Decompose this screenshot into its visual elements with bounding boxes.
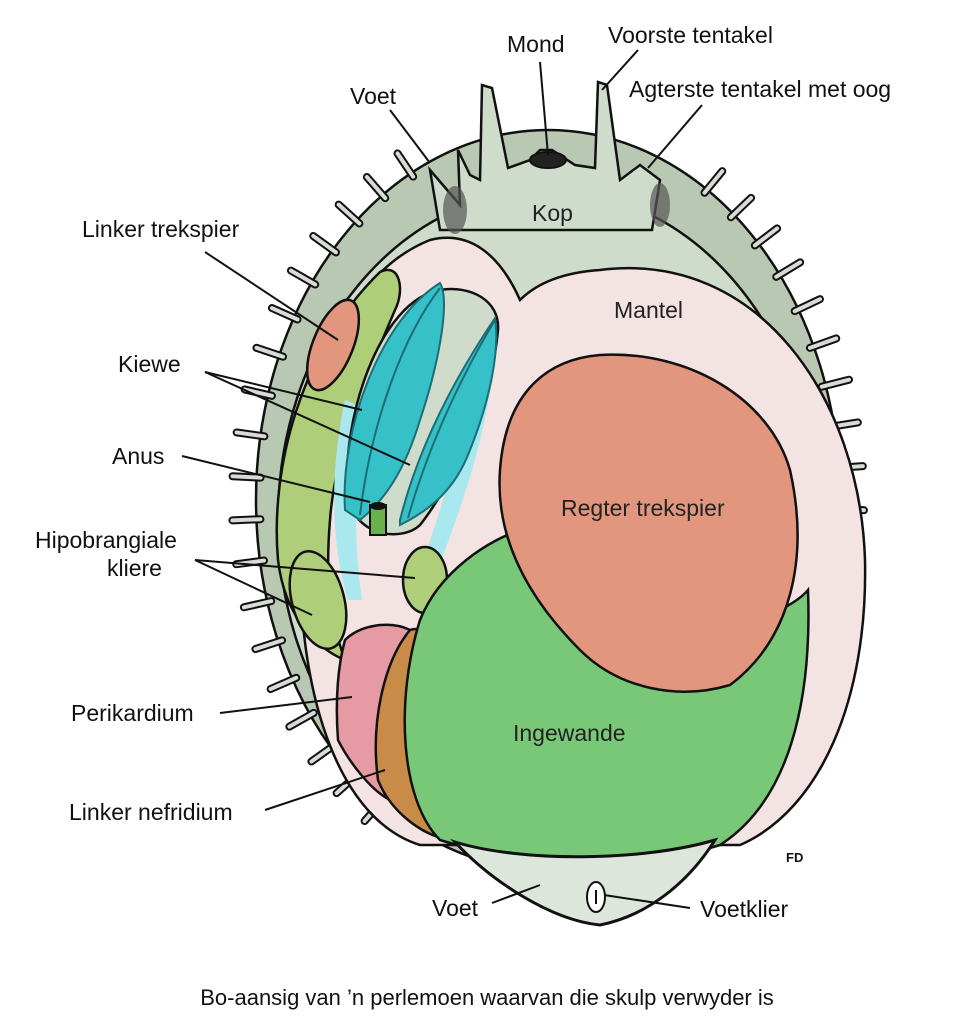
- label-ingewande: Ingewande: [513, 720, 626, 746]
- label-voetklier: Voetklier: [700, 896, 789, 922]
- leader-hipobrangiale-1: [194, 559, 416, 579]
- label-voet-bottom: Voet: [432, 895, 479, 921]
- epipodial-tentacle: [311, 233, 338, 255]
- left-eye-spot: [443, 186, 467, 234]
- label-mantel: Mantel: [614, 297, 683, 323]
- label-kliere: kliere: [107, 555, 162, 581]
- label-regter-trekspier: Regter trekspier: [561, 495, 725, 521]
- label-kop: Kop: [532, 200, 573, 226]
- epipodial-tentacle: [230, 474, 263, 480]
- foot-bottom: [450, 837, 719, 927]
- epipodial-tentacle: [702, 169, 725, 195]
- label-anus: Anus: [112, 443, 164, 469]
- epipodial-tentacle: [234, 430, 267, 439]
- right-eye-spot: [650, 183, 670, 227]
- leader-kiewe-2: [204, 371, 411, 466]
- epipodial-tentacle: [728, 195, 754, 220]
- epipodial-tentacle: [288, 268, 318, 287]
- leader-linker-nefridium: [264, 769, 386, 811]
- label-voet-top: Voet: [350, 83, 397, 109]
- label-hipobrangiale: Hipobrangiale: [35, 527, 177, 553]
- leader-mond: [539, 61, 549, 156]
- leader-kiewe-1: [204, 371, 363, 411]
- epipodial-tentacle: [268, 675, 299, 691]
- epipodial-tentacle: [241, 599, 274, 610]
- gill-right-rachis: [407, 319, 496, 519]
- epipodial-tentacle: [752, 226, 780, 248]
- epipodial-tentacle: [774, 260, 803, 279]
- epipodial-tentacle: [336, 202, 362, 226]
- label-agterste-tentakel: Agterste tentakel met oog: [629, 76, 891, 102]
- leader-voorste-tentakel: [601, 49, 639, 91]
- epipodial-tentacle: [242, 387, 274, 398]
- epipodial-tentacle: [819, 377, 851, 389]
- right-retractor-muscle: [498, 353, 799, 693]
- leader-anus: [181, 455, 371, 503]
- epipodial-tentacle: [269, 306, 300, 322]
- leader-perikardium: [219, 696, 353, 714]
- figure-caption: Bo-aansig van ’n perlemoen waarvan die s…: [200, 985, 774, 1010]
- epipodial-tentacle: [792, 297, 822, 314]
- epipodial-tentacle: [254, 345, 286, 359]
- signature: FD: [786, 850, 803, 865]
- label-linker-nefridium: Linker nefridium: [69, 799, 233, 825]
- leader-agterste-tentakel: [647, 104, 703, 169]
- leader-hipobrangiale-2: [194, 559, 313, 616]
- label-linker-trekspier: Linker trekspier: [82, 216, 240, 242]
- epipodial-tentacle: [230, 517, 263, 523]
- gill-right: [399, 315, 498, 527]
- label-perikardium: Perikardium: [71, 700, 194, 726]
- epipodial-tentacle: [253, 638, 285, 652]
- label-mond: Mond: [507, 31, 565, 57]
- epipodial-tentacle: [364, 174, 388, 201]
- left-retractor-muscle: [305, 298, 361, 392]
- label-kiewe: Kiewe: [118, 351, 181, 377]
- epipodial-tentacle: [287, 710, 316, 729]
- epipodial-tentacle: [395, 151, 416, 179]
- gill-left-rachis: [359, 287, 441, 516]
- anus-opening: [370, 502, 386, 510]
- epipodial-tentacle: [807, 336, 839, 350]
- label-voorste-tentakel: Voorste tentakel: [608, 22, 773, 48]
- leader-voet-top: [389, 109, 431, 164]
- leader-voet-bottom: [491, 884, 541, 904]
- leader-linker-trekspier: [204, 251, 339, 341]
- leader-voetklier: [603, 894, 691, 909]
